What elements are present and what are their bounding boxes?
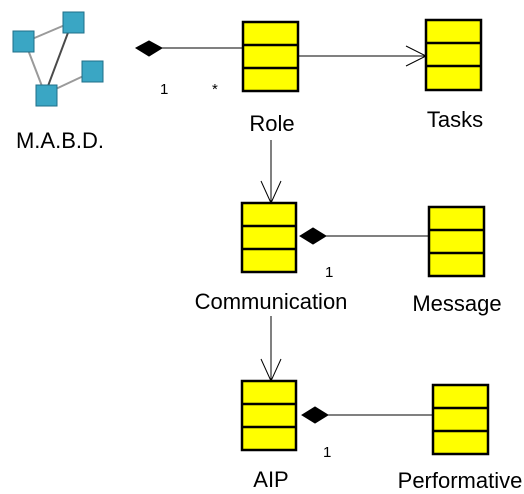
mabd-role-composition — [134, 40, 243, 57]
performative-label: Performative — [398, 468, 523, 493]
communication-aip-association — [260, 316, 282, 383]
role-communication-association — [260, 140, 282, 205]
open-arrowhead — [405, 45, 428, 67]
role-tasks-association — [298, 45, 428, 67]
communication-label: Communication — [195, 289, 348, 314]
aip-class[interactable] — [240, 379, 298, 452]
communication-message-composition — [299, 227, 429, 245]
open-arrowhead — [260, 180, 282, 205]
uml-class-icon — [424, 18, 483, 92]
network-node — [62, 11, 85, 34]
network-icon — [12, 11, 104, 107]
performative-class[interactable] — [431, 383, 490, 456]
network-node — [12, 30, 35, 53]
uml-class-icon — [241, 20, 300, 93]
network-link — [44, 21, 73, 95]
multiplicity-label: 1 — [160, 81, 168, 98]
role-label: Role — [249, 111, 294, 136]
composition-diamond — [134, 40, 164, 57]
composition-diamond — [299, 227, 327, 245]
composition-diamond — [301, 406, 329, 424]
open-arrowhead — [260, 358, 282, 383]
network-node — [81, 60, 104, 83]
uml-class-icon — [427, 205, 486, 278]
uml-class-icon — [240, 379, 298, 452]
communication-class[interactable] — [240, 201, 298, 274]
aip-performative-composition — [301, 406, 433, 424]
message-class[interactable] — [427, 205, 486, 278]
message-label: Message — [412, 291, 501, 316]
aip-label: AIP — [253, 467, 288, 492]
uml-class-icon — [431, 383, 490, 456]
uml-class-icon — [240, 201, 298, 274]
multiplicity-label: 1 — [323, 444, 331, 461]
role-class[interactable] — [241, 20, 300, 93]
multiplicity-label: * — [212, 81, 218, 98]
mabd-label: M.A.B.D. — [16, 128, 104, 153]
multiplicity-label: 1 — [325, 264, 333, 281]
tasks-label: Tasks — [427, 107, 483, 132]
network-node — [35, 84, 58, 107]
tasks-class[interactable] — [424, 18, 483, 92]
